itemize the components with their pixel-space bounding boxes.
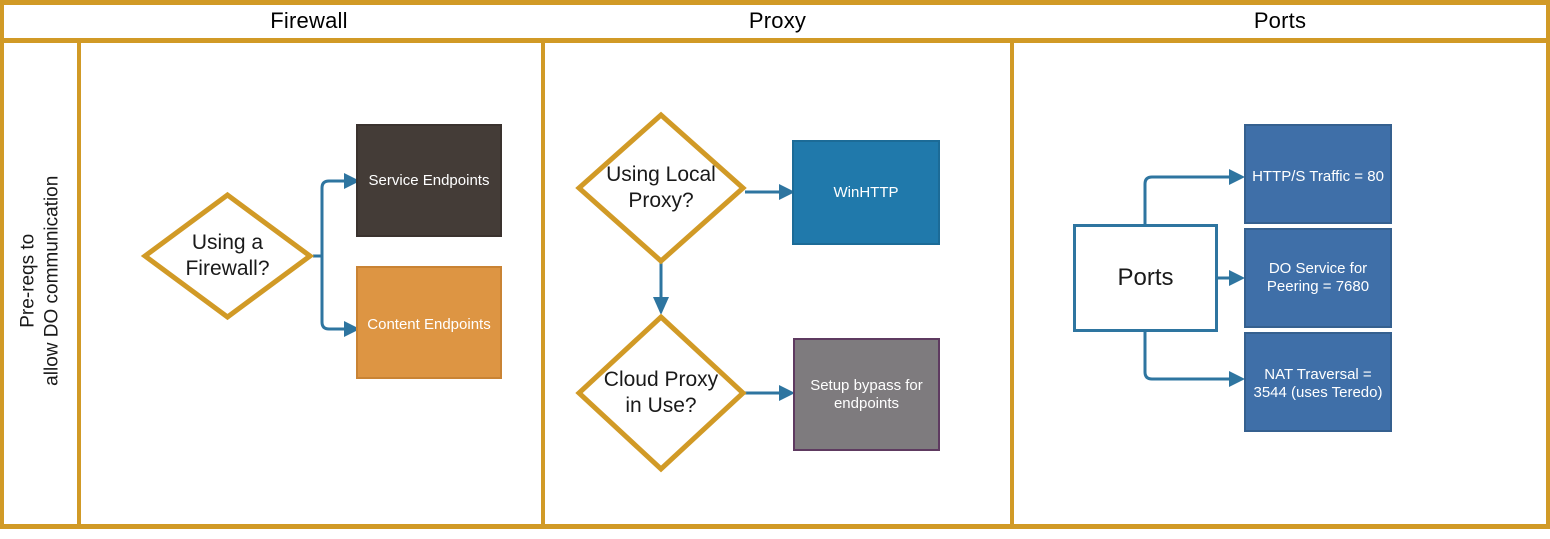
decision-cloud-proxy-in-use-shape (575, 313, 747, 473)
lane-header-firewall: Firewall (77, 3, 541, 38)
sidelabel-divider (77, 38, 81, 529)
box-content-endpoints[interactable]: Content Endpoints (356, 266, 502, 379)
box-setup-bypass-label: Setup bypass for endpoints (810, 376, 923, 412)
frame-right-border (1546, 0, 1550, 529)
side-label-rotated-text: Pre-reqs to allow DO communication (17, 176, 65, 386)
box-ports-root[interactable]: Ports (1073, 224, 1218, 332)
connector-firewall-to-service (320, 179, 344, 256)
box-content-endpoints-label: Content Endpoints (367, 316, 491, 333)
arrowhead-do-service (1229, 270, 1245, 286)
lane-header-firewall-label: Firewall (270, 7, 348, 33)
frame-header-divider (0, 38, 1550, 43)
side-label-line-1: Pre-reqs to (17, 234, 39, 328)
decision-using-local-proxy-shape (575, 111, 747, 265)
arrowhead-cloudproxy (653, 297, 669, 315)
box-do-service-label: DO Service for Peering = 7680 (1266, 260, 1370, 295)
frame-top-border (0, 0, 1550, 5)
frame-bottom-border (0, 524, 1550, 529)
frame-left-border (0, 0, 4, 529)
box-http-traffic[interactable]: HTTP/S Traffic = 80 (1244, 124, 1392, 224)
box-http-traffic-label: HTTP/S Traffic = 80 (1252, 168, 1384, 185)
decision-using-firewall[interactable]: Using a Firewall? (140, 191, 315, 321)
lane-divider-proxy-ports (1010, 38, 1014, 529)
box-ports-root-label: Ports (1117, 263, 1174, 291)
decision-using-firewall-shape (140, 191, 315, 321)
connector-firewall-to-content (320, 256, 344, 331)
lane-header-proxy: Proxy (545, 3, 1010, 38)
arrowhead-nat-traversal (1229, 371, 1245, 387)
box-nat-traversal[interactable]: NAT Traversal = 3544 (uses Teredo) (1244, 332, 1392, 432)
box-setup-bypass[interactable]: Setup bypass for endpoints (793, 338, 940, 451)
connector-ports-to-http (1143, 175, 1229, 224)
box-winhttp[interactable]: WinHTTP (792, 140, 940, 245)
decision-cloud-proxy-in-use[interactable]: Cloud Proxy in Use? (575, 313, 747, 473)
side-label-line-2: allow DO communication (41, 175, 63, 387)
box-service-endpoints-label: Service Endpoints (368, 171, 490, 189)
box-nat-traversal-label: NAT Traversal = 3544 (uses Teredo) (1253, 366, 1383, 401)
connector-ports-to-nat (1143, 332, 1229, 381)
box-winhttp-label: WinHTTP (833, 183, 899, 201)
box-do-service[interactable]: DO Service for Peering = 7680 (1244, 228, 1392, 328)
lane-header-proxy-label: Proxy (748, 7, 807, 33)
decision-using-local-proxy[interactable]: Using Local Proxy? (575, 111, 747, 265)
arrowhead-http-traffic (1229, 169, 1245, 185)
lane-header-ports-label: Ports (1253, 7, 1307, 33)
lane-divider-firewall-proxy (541, 38, 545, 529)
lane-header-ports: Ports (1014, 3, 1546, 38)
side-label: Pre-reqs to allow DO communication (4, 38, 77, 524)
box-service-endpoints[interactable]: Service Endpoints (356, 124, 502, 237)
